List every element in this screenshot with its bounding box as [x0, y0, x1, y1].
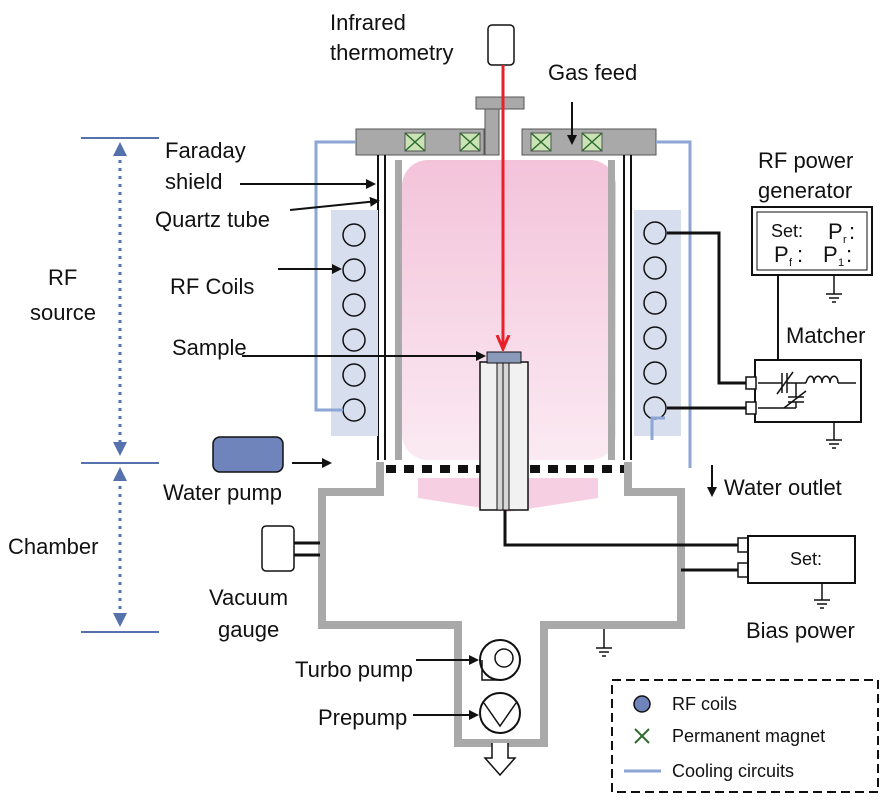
- rf-wires: [667, 231, 779, 410]
- bias-power-supply: [747, 535, 856, 584]
- window-port-stem: [484, 107, 500, 156]
- svg-text::: :: [797, 242, 803, 267]
- matcher-label: Matcher: [786, 323, 865, 348]
- legend-magnet-swatch: [634, 728, 650, 744]
- rf-gen-set: Set:: [771, 221, 803, 241]
- window-port-cap: [475, 96, 525, 110]
- legend-cooling-circuits: Cooling circuits: [672, 761, 794, 781]
- prepump: [479, 692, 521, 734]
- prepump-label: Prepump: [318, 705, 407, 730]
- rf-gen-pr: P: [828, 219, 843, 244]
- turbo-pump-label: Turbo pump: [295, 657, 413, 682]
- legend-permanent-magnet: Permanent magnet: [672, 726, 825, 746]
- matcher-circuit: [758, 371, 856, 409]
- section-brackets: [81, 137, 159, 633]
- rf-generator-label-2: generator: [758, 178, 852, 203]
- rf-gen-p1: P: [823, 242, 838, 267]
- vacuum-gauge-label: Vacuum: [209, 585, 288, 610]
- water-pump-label: Water pump: [163, 480, 282, 505]
- rf-source-label: RF: [48, 265, 77, 290]
- legend-rf-coil-swatch: [633, 695, 651, 713]
- chamber-label: Chamber: [8, 534, 98, 559]
- quartz-arrow: [289, 196, 380, 211]
- vacuum-gauge: [261, 525, 295, 572]
- sample: [486, 351, 522, 364]
- cooling-circuits: [314, 140, 692, 468]
- rf-coils-left: [342, 223, 366, 422]
- rf-coils-right: [643, 221, 667, 420]
- plasma-region: [402, 160, 616, 460]
- bias-power-label: Bias power: [746, 618, 855, 643]
- infrared-label-2: thermometry: [330, 40, 453, 65]
- faraday-shield-label: Faraday: [165, 138, 246, 163]
- quartz-tube-label: Quartz tube: [155, 207, 270, 232]
- svg-text:r: r: [843, 234, 847, 246]
- legend-box: [611, 679, 879, 793]
- legend-rf-coils: RF coils: [672, 694, 737, 714]
- rf-generator-label: RF power: [758, 148, 853, 173]
- matcher-ground: [826, 423, 842, 449]
- bias-set: Set:: [790, 549, 822, 569]
- svg-text::: :: [849, 219, 855, 244]
- svg-text:1: 1: [838, 257, 844, 269]
- infrared-thermometer: [487, 24, 515, 66]
- chamber-ground: [596, 629, 612, 657]
- bias-ground: [814, 584, 830, 609]
- water-outlet-label: Water outlet: [724, 475, 842, 500]
- permanent-magnets: [404, 132, 603, 152]
- vacuum-gauge-label-2: gauge: [218, 617, 279, 642]
- gas-feed-label: Gas feed: [548, 60, 637, 85]
- svg-text::: :: [846, 242, 852, 267]
- rf-gen-pf: P: [774, 242, 789, 267]
- water-pump: [212, 436, 284, 473]
- sample-label: Sample: [172, 335, 247, 360]
- faraday-shield-label-2: shield: [165, 169, 222, 194]
- matcher: [754, 359, 862, 423]
- rf-coils-label: RF Coils: [170, 274, 254, 299]
- rf-power-generator: [751, 206, 873, 276]
- generator-ground: [826, 276, 842, 303]
- infrared-label: Infrared: [330, 10, 406, 35]
- rf-source-label-2: source: [30, 300, 96, 325]
- svg-text:f: f: [789, 257, 793, 269]
- exhaust-arrow: [483, 743, 517, 777]
- bias-wires: [503, 510, 740, 572]
